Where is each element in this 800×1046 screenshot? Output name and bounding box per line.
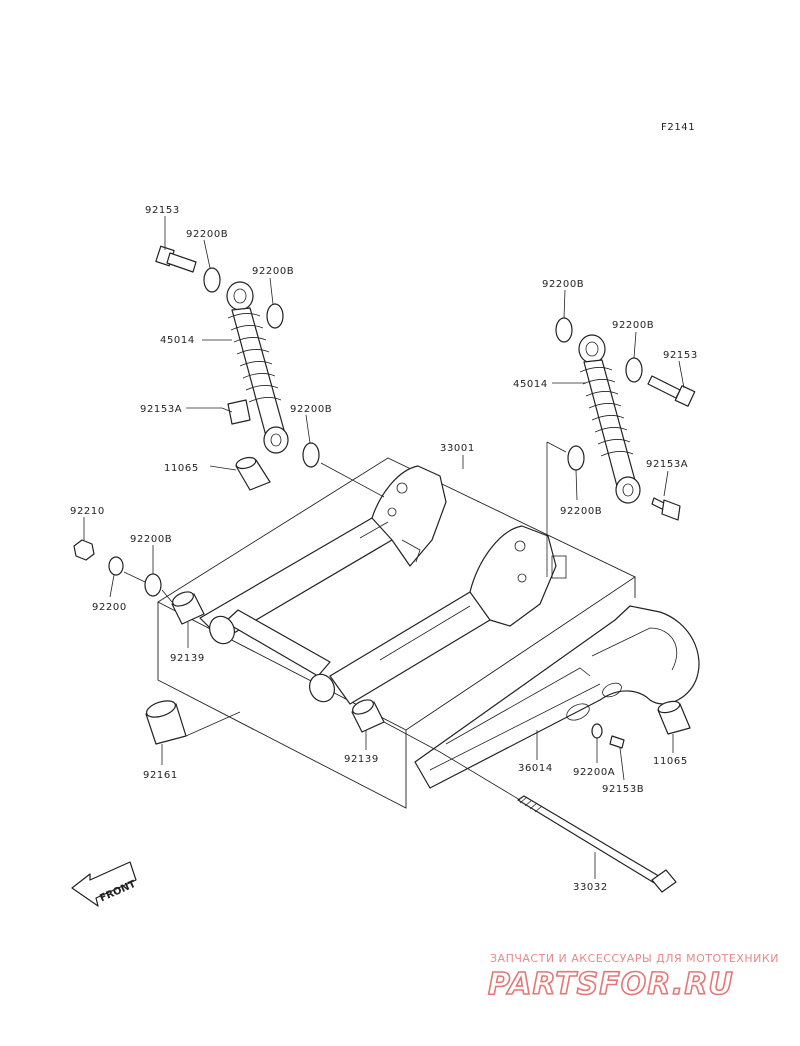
washer-92200b-f <box>567 445 585 471</box>
washer-92200b-d <box>555 317 573 343</box>
bushing-92161 <box>145 700 187 745</box>
label-92200b-b: 92200B <box>252 266 294 277</box>
label-92153-top: 92153 <box>145 205 180 216</box>
label-11065-right: 11065 <box>653 756 688 767</box>
washer-92200b-b <box>266 303 284 329</box>
label-92200a: 92200A <box>573 767 615 778</box>
label-92200b-g: 92200B <box>130 534 172 545</box>
label-92200: 92200 <box>92 602 127 613</box>
label-92153b: 92153B <box>602 784 644 795</box>
watermark-tagline: ЗАПЧАСТИ И АКСЕССУАРЫ ДЛЯ МОТОТЕХНИКИ <box>490 952 779 965</box>
label-45014-right: 45014 <box>513 379 548 390</box>
part-labels: 92153 92200B 92200B 45014 92153A 92200B … <box>70 205 698 893</box>
label-92200b-f: 92200B <box>560 506 602 517</box>
label-11065-left: 11065 <box>164 463 199 474</box>
label-33032: 33032 <box>573 882 608 893</box>
swing-arm <box>199 465 567 705</box>
axle-33032 <box>517 795 677 893</box>
front-arrow-icon: FRONT <box>71 861 138 907</box>
washer-92200 <box>108 556 124 576</box>
bolt-92153-right <box>647 375 696 407</box>
collar-11065-right <box>657 700 691 735</box>
label-33001: 33001 <box>440 443 475 454</box>
label-92200b-d: 92200B <box>542 279 584 290</box>
bolt-92153b <box>609 735 625 749</box>
leader-lines <box>83 216 685 879</box>
label-92200b-c: 92200B <box>290 404 332 415</box>
bushing-92139-left <box>171 591 205 625</box>
bushing-92139-right <box>351 699 385 733</box>
nut-92210 <box>73 539 95 561</box>
label-92200b-e: 92200B <box>612 320 654 331</box>
figure-code: F2141 <box>661 122 695 133</box>
watermark-brand: PARTSFOR.RU <box>488 967 734 1002</box>
washer-92200b-e <box>625 357 643 383</box>
washer-92200b-c <box>302 442 320 468</box>
label-92153a-right: 92153A <box>646 459 688 470</box>
bolt-92153-left <box>155 245 197 273</box>
label-92139-right: 92139 <box>344 754 379 765</box>
bolt-92153a-right <box>651 497 681 521</box>
label-92139-left: 92139 <box>170 653 205 664</box>
label-36014: 36014 <box>518 763 553 774</box>
chain-guard <box>414 605 700 789</box>
washer-92200a <box>591 723 603 739</box>
collar-11065-left <box>235 456 271 491</box>
washer-92200b-g <box>144 573 162 597</box>
bolt-92153a-left <box>221 399 251 425</box>
washer-92200b-a <box>203 267 221 293</box>
watermark: ЗАПЧАСТИ И АКСЕССУАРЫ ДЛЯ МОТОТЕХНИКИ PA… <box>487 952 779 1003</box>
label-92210: 92210 <box>70 506 105 517</box>
label-92153-right: 92153 <box>663 350 698 361</box>
label-92200b-a: 92200B <box>186 229 228 240</box>
label-92153a-left: 92153A <box>140 404 182 415</box>
label-92161: 92161 <box>143 770 178 781</box>
label-45014-left: 45014 <box>160 335 195 346</box>
left-shock-absorber <box>226 281 289 454</box>
